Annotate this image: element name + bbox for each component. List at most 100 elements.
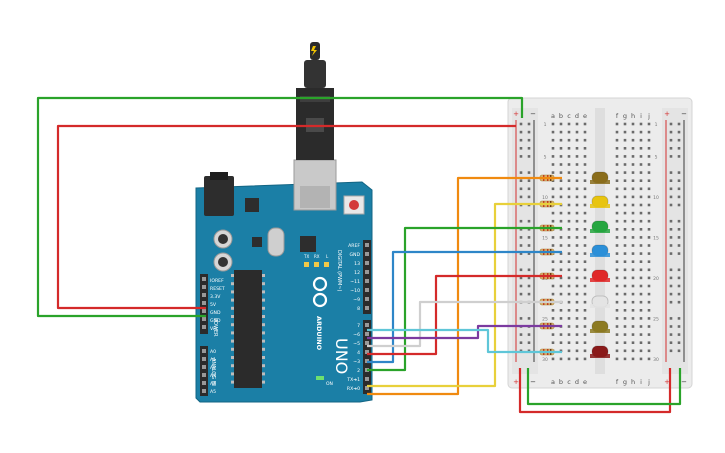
column-label-a-bottom: a (551, 378, 555, 386)
digital-pin-label-high-3: 12 (354, 270, 360, 276)
power-jack (204, 176, 234, 216)
column-label-d-bottom: d (575, 378, 579, 386)
wire-5v[interactable] (56, 124, 516, 310)
wire-rail-green-bridge[interactable] (526, 368, 682, 406)
digital-pin-label-low-3: 4 (357, 350, 360, 356)
column-label-j-bottom: j (647, 378, 650, 386)
digital-pin-label-low-0: 7 (357, 323, 360, 329)
digital-pin-label-low-2: ~5 (353, 341, 360, 347)
wires[interactable] (36, 96, 682, 414)
column-label-a: a (551, 112, 555, 120)
wire-gnd[interactable] (36, 96, 524, 318)
wire-pin1[interactable] (367, 324, 562, 340)
column-label-h: h (631, 112, 635, 120)
column-label-d: d (575, 112, 579, 120)
row-number-5: 5 (544, 154, 547, 160)
reset-button-cap (349, 200, 359, 210)
row-number-right-1: 1 (655, 122, 658, 128)
digital-pin-label-high-2: 13 (354, 261, 360, 267)
column-label-j: j (647, 112, 650, 120)
column-label-h-bottom: h (631, 378, 635, 386)
power-pin-label-1: RESET (210, 286, 225, 292)
breadboard-holes (519, 122, 681, 361)
wire-pin0[interactable] (367, 328, 562, 354)
left-minus-label: − (530, 110, 536, 118)
row-number-1: 1 (544, 122, 547, 128)
row-number-15: 15 (542, 235, 548, 241)
digital-pin-label-low-6: TX➜1 (346, 377, 360, 383)
wire-pin2[interactable] (367, 300, 562, 348)
power-pin-label-3: 5V (210, 302, 217, 308)
l-led-label: L (326, 254, 329, 259)
digital-pin-label-high-0: AREF (348, 243, 360, 249)
digital-pin-labels-low: 7 ~6 ~5 4 ~3 2TX➜1RX➜0 (346, 323, 360, 392)
power-pin-label-2: 3.3V (210, 294, 221, 300)
power-pin-label-5: GND (210, 318, 221, 324)
column-label-g-bottom: g (623, 378, 627, 386)
wire-pin5[interactable] (367, 226, 562, 372)
wire-pin3[interactable] (367, 274, 562, 356)
on-led-label: ON (326, 381, 333, 387)
column-label-e: e (583, 112, 587, 120)
right-minus-label-bottom: − (681, 378, 687, 386)
row-number-10: 10 (542, 195, 548, 201)
row-number-right-30: 30 (653, 357, 659, 363)
column-label-i-bottom: i (640, 378, 642, 386)
right-minus-label: − (681, 110, 687, 118)
power-pin-label-0: IOREF (210, 278, 224, 284)
left-minus-label-bottom: − (530, 378, 536, 386)
analog-pin-label-3: A3 (210, 373, 216, 379)
digital-pin-label-low-1: ~6 (353, 332, 360, 338)
rx-led-label: RX (314, 254, 320, 259)
wire-pin7[interactable] (367, 176, 562, 396)
digital-header-low (363, 320, 371, 394)
center-channel (595, 108, 605, 374)
column-label-i: i (640, 112, 642, 120)
row-number-right-15: 15 (653, 235, 659, 241)
analog-pin-label-0: A0 (210, 349, 216, 355)
row-number-right-25: 25 (653, 316, 659, 322)
arduino-uno-board[interactable]: ARDUINO UNO DIGITAL (PWM~) POWER ANALOG … (195, 159, 373, 403)
column-label-b-bottom: b (559, 378, 563, 386)
digital-pin-labels-high: AREF GND 13 12 ~11 ~10 ~9 8 (348, 243, 360, 312)
leds (590, 171, 610, 358)
analog-header (200, 346, 208, 396)
analog-pin-label-5: A5 (210, 389, 216, 395)
analog-label: ANALOG IN (210, 358, 216, 386)
right-plus-label-bottom: + (664, 378, 670, 386)
digital-pin-label-high-5: ~10 (350, 288, 360, 294)
usb-chip (300, 236, 316, 252)
digital-pin-label-high-1: GND (349, 252, 360, 258)
analog-pin-label-2: A2 (210, 365, 216, 371)
column-label-e-bottom: e (583, 378, 587, 386)
digital-pin-label-high-6: ~9 (353, 297, 360, 303)
power-pin-label-4: GND (210, 310, 221, 316)
digital-pin-label-low-7: RX➜0 (347, 386, 360, 392)
tx-led-label: TX (303, 254, 309, 259)
wire-pin6[interactable] (367, 202, 562, 388)
left-plus-label: + (513, 110, 519, 118)
row-number-right-5: 5 (655, 154, 658, 160)
analog-pin-label-4: A4 (210, 381, 216, 387)
analog-pin-label-1: A1 (210, 357, 216, 363)
digital-pin-label-low-5: 2 (357, 368, 360, 374)
arduino-brand-text: ARDUINO (315, 316, 323, 351)
column-label-c: c (567, 112, 571, 120)
row-number-right-20: 20 (653, 276, 659, 282)
digital-pin-label-high-7: 8 (357, 306, 360, 312)
row-number-right-10: 10 (653, 195, 659, 201)
wire-rail-red-bridge[interactable] (518, 368, 672, 414)
digital-pin-label-high-4: ~11 (350, 279, 360, 285)
arduino-logo: ARDUINO (312, 276, 328, 351)
arduino-model-text: UNO (332, 338, 351, 374)
left-plus-label-bottom: + (513, 378, 519, 386)
usb-cable[interactable] (296, 42, 334, 160)
wire-pin4[interactable] (367, 250, 562, 364)
digital-pin-label-low-4: ~3 (353, 359, 360, 365)
